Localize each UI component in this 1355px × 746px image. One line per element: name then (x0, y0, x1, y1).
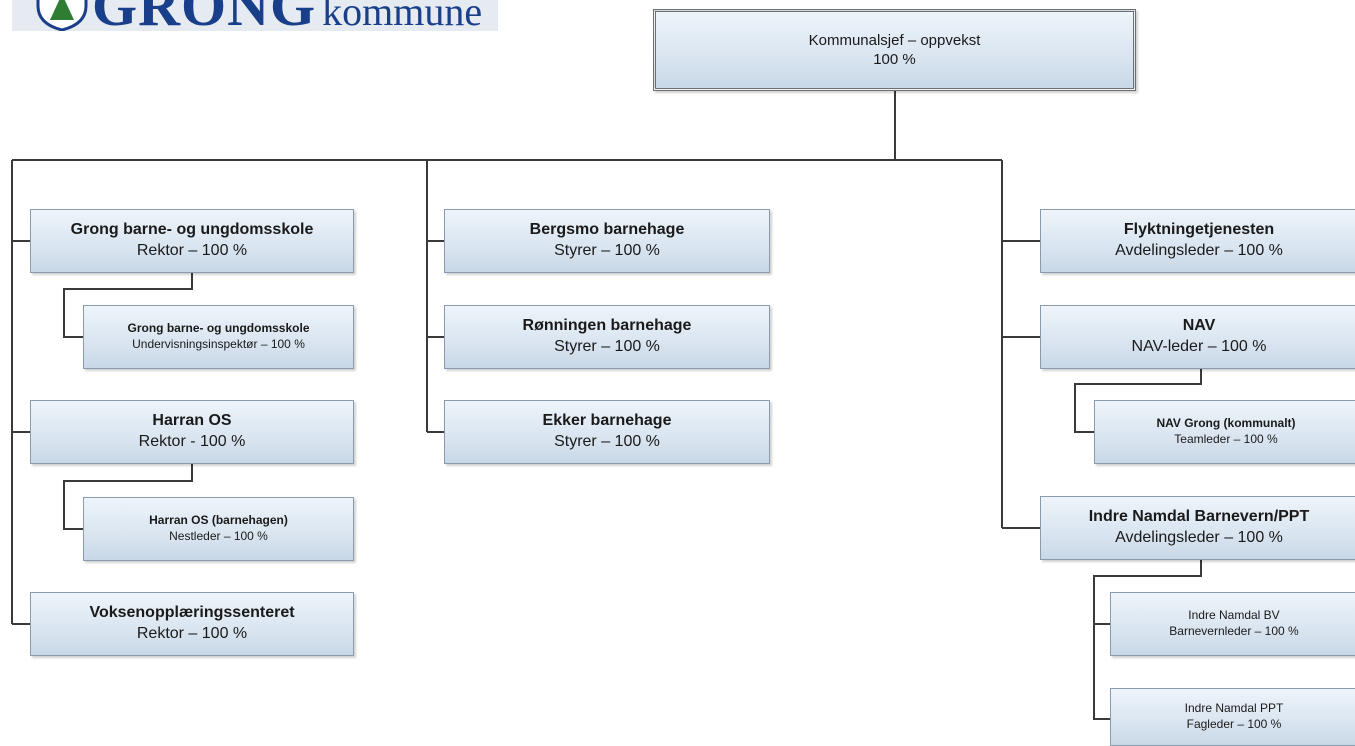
box-indre-namdal-bv: Indre Namdal BV Barnevernleder – 100 % (1110, 592, 1355, 656)
box-role: Avdelingsleder – 100 % (1115, 529, 1283, 546)
box-name: Indre Namdal BV (1188, 608, 1280, 623)
box-name: Rønningen barnehage (522, 317, 692, 335)
box-role: Barnevernleder – 100 % (1169, 624, 1299, 638)
box-role: Rektor - 100 % (138, 433, 246, 450)
box-role: NAV-leder – 100 % (1131, 338, 1267, 355)
box-name: NAV (1182, 317, 1216, 335)
box-indre-namdal: Indre Namdal Barnevern/PPT Avdelingslede… (1040, 496, 1355, 560)
box-ekker-barnehage: Ekker barnehage Styrer – 100 % (444, 400, 770, 464)
box-ronningen-barnehage: Rønningen barnehage Styrer – 100 % (444, 305, 770, 369)
box-role: Fagleder – 100 % (1186, 717, 1282, 731)
box-name: Harran OS (152, 412, 232, 430)
box-name: Kommunalsjef – oppvekst (808, 31, 981, 49)
box-name: Ekker barnehage (542, 412, 672, 430)
box-grong-skole-inspektor: Grong barne- og ungdomsskole Undervisnin… (83, 305, 354, 369)
box-name: Grong barne- og ungdomsskole (70, 221, 314, 239)
box-name: Bergsmo barnehage (529, 221, 685, 239)
box-name: Indre Namdal PPT (1184, 701, 1284, 716)
box-name: NAV Grong (kommunalt) (1156, 416, 1296, 431)
connector-harran-sub (63, 464, 193, 530)
box-harran-barnehagen: Harran OS (barnehagen) Nestleder – 100 % (83, 497, 354, 561)
box-role: Styrer – 100 % (554, 338, 660, 355)
box-role: Rektor – 100 % (136, 242, 248, 259)
box-role: Rektor – 100 % (136, 625, 248, 642)
connector-gbu-sub (63, 273, 193, 338)
box-name: Harran OS (barnehagen) (149, 513, 288, 528)
logo-wordmark: GRONGkommune (92, 0, 482, 31)
box-bergsmo-barnehage: Bergsmo barnehage Styrer – 100 % (444, 209, 770, 273)
box-nav-grong: NAV Grong (kommunalt) Teamleder – 100 % (1094, 400, 1355, 464)
box-role: Nestleder – 100 % (169, 529, 268, 543)
box-name: Indre Namdal Barnevern/PPT (1088, 508, 1310, 526)
box-role: Styrer – 100 % (554, 433, 660, 450)
box-name: Voksenopplæringssenteret (89, 604, 295, 622)
grong-kommune-logo: GRONGkommune (12, 0, 498, 31)
box-role: 100 % (873, 51, 916, 68)
coat-of-arms-icon (36, 0, 88, 31)
box-role: Undervisningsinspektør – 100 % (132, 337, 305, 351)
connector-nav-sub (1074, 369, 1202, 433)
logo-suffix: kommune (322, 0, 483, 31)
box-role: Avdelingsleder – 100 % (1115, 242, 1283, 259)
box-voksenopplaering: Voksenopplæringssenteret Rektor – 100 % (30, 592, 354, 656)
connector-indre-sub (1093, 560, 1202, 720)
box-name: Flyktningetjenesten (1123, 221, 1275, 239)
logo-name: GRONG (92, 0, 316, 31)
box-grong-skole: Grong barne- og ungdomsskole Rektor – 10… (30, 209, 354, 273)
box-nav: NAV NAV-leder – 100 % (1040, 305, 1355, 369)
box-indre-namdal-ppt: Indre Namdal PPT Fagleder – 100 % (1110, 688, 1355, 746)
box-harran-os: Harran OS Rektor - 100 % (30, 400, 354, 464)
box-kommunalsjef: Kommunalsjef – oppvekst 100 % (653, 9, 1136, 91)
box-name: Grong barne- og ungdomsskole (127, 321, 310, 336)
box-role: Styrer – 100 % (554, 242, 660, 259)
box-role: Teamleder – 100 % (1174, 432, 1278, 446)
box-flyktningetjenesten: Flyktningetjenesten Avdelingsleder – 100… (1040, 209, 1355, 273)
